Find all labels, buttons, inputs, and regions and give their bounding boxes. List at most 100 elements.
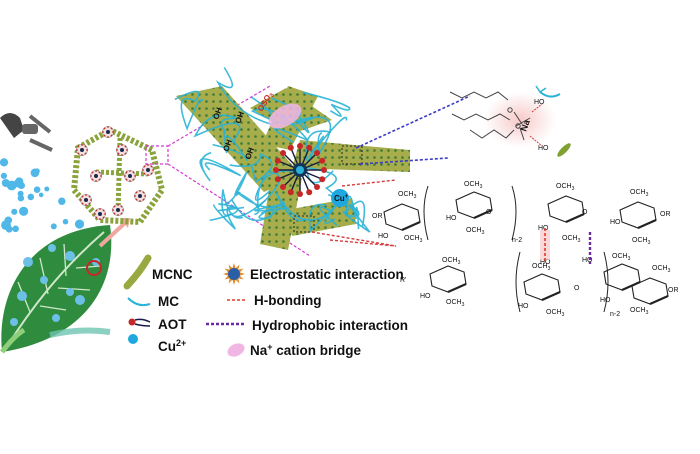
legend-electrostatic: Electrostatic interaction: [250, 267, 404, 282]
sugar-ring: [383, 203, 421, 231]
mc-chain: [305, 116, 348, 164]
aot-head: [274, 176, 281, 183]
chem-label: OCH3: [630, 307, 649, 316]
chem-label: O: [574, 285, 580, 292]
legend-mcnc: MCNC: [152, 267, 193, 282]
zoom-arrow: [98, 220, 128, 248]
mc-chain: [229, 153, 273, 183]
chem-label: HO: [582, 257, 593, 264]
chem-label: O: [582, 209, 588, 216]
droplet: [44, 186, 50, 192]
mc-chain: [215, 67, 275, 126]
droplet: [58, 197, 66, 205]
legend-hydrophobic: Hydrophobic interaction: [252, 318, 408, 333]
cu-ion: [331, 189, 349, 207]
chem-label: HO: [446, 215, 457, 222]
chem-label: HO: [600, 297, 611, 304]
na-bridge-icon: [227, 343, 245, 357]
aot-micelle: [273, 143, 327, 197]
mc-chain: [302, 91, 351, 117]
legend-cu: Cu2+: [158, 338, 186, 354]
aot-head: [306, 144, 313, 151]
aot-head: [287, 144, 294, 151]
droplet: [15, 177, 24, 186]
guide-line: [329, 239, 397, 247]
sprayer: [0, 113, 53, 152]
aot-head: [297, 143, 303, 149]
aot-head: [280, 184, 286, 190]
svg-text:Na: Na: [518, 118, 532, 133]
chem-label: OCH3: [546, 309, 565, 318]
chem-label: OCH3: [464, 181, 483, 190]
sugar-ring: [523, 273, 561, 301]
spray-droplets: [0, 158, 85, 233]
mc-chain: [342, 200, 371, 233]
droplet: [33, 186, 41, 193]
chem-label: OCH3: [442, 257, 461, 266]
aot-head: [287, 189, 294, 196]
chem-label: O: [486, 209, 492, 216]
guide-line: [341, 179, 397, 187]
chem-label: OR: [372, 213, 383, 220]
mc-chain: [212, 129, 248, 161]
cu-ion-label: Cu+: [334, 194, 349, 203]
chem-label: OR: [660, 211, 671, 218]
droplet: [19, 206, 29, 216]
mc-chain: [193, 114, 241, 144]
aot-head: [319, 176, 326, 183]
droplet: [50, 223, 57, 230]
legend-aot: AOT: [158, 317, 187, 332]
chem-label: OCH3: [652, 265, 671, 274]
droplet: [0, 172, 7, 179]
mc-chain: [230, 199, 286, 222]
mc-chain: [212, 204, 245, 230]
na-bridge-blob: [268, 103, 302, 129]
chem-label: OR: [668, 287, 679, 294]
zoom-box-small: [145, 145, 169, 165]
aot-head: [274, 157, 281, 164]
mc-chain: [235, 190, 289, 216]
chem-label: R': [400, 277, 406, 284]
droplet: [0, 158, 9, 167]
mc-chain: [209, 171, 248, 222]
droplet: [74, 219, 85, 229]
electrostatic-icon: [223, 263, 245, 285]
droplet: [27, 193, 35, 201]
sugar-ring: [547, 195, 585, 223]
svg-text:HO: HO: [534, 99, 545, 106]
aot-head: [314, 184, 320, 190]
aot-head: [306, 189, 313, 196]
chem-label: OCH3: [612, 253, 631, 262]
aot-head: [280, 150, 286, 156]
legend-symbols: [123, 254, 246, 357]
mc-chain: [275, 192, 338, 227]
mc-chain: [341, 195, 360, 230]
mc-chain: [295, 111, 332, 156]
droplet: [17, 195, 25, 202]
mcnc-rod-icon: [123, 254, 152, 290]
droplet: [12, 225, 19, 233]
zoom-box-b: [293, 215, 315, 233]
chem-label: OCH3: [532, 263, 551, 272]
droplet: [62, 218, 69, 225]
droplet: [5, 225, 13, 233]
droplet: [1, 179, 10, 187]
legend-hbond: H-bonding: [254, 293, 321, 308]
droplet: [34, 168, 40, 174]
chem-label: HO: [518, 303, 529, 310]
chem-label: HO: [540, 259, 551, 266]
droplet: [38, 192, 44, 198]
chem-label: OCH3: [630, 189, 649, 198]
hydroxyl-label: OH: [233, 110, 246, 125]
sugar-ring: [619, 201, 657, 229]
hydroxyl-label: OH: [221, 138, 234, 153]
mc-chain: [254, 170, 304, 209]
aot-head: [314, 150, 320, 156]
hydroxyl-label: OH: [211, 106, 224, 121]
guide-line: [355, 95, 471, 149]
chem-label: HO: [378, 233, 389, 240]
chem-label: HO: [610, 219, 621, 226]
chem-label: HO: [420, 293, 431, 300]
